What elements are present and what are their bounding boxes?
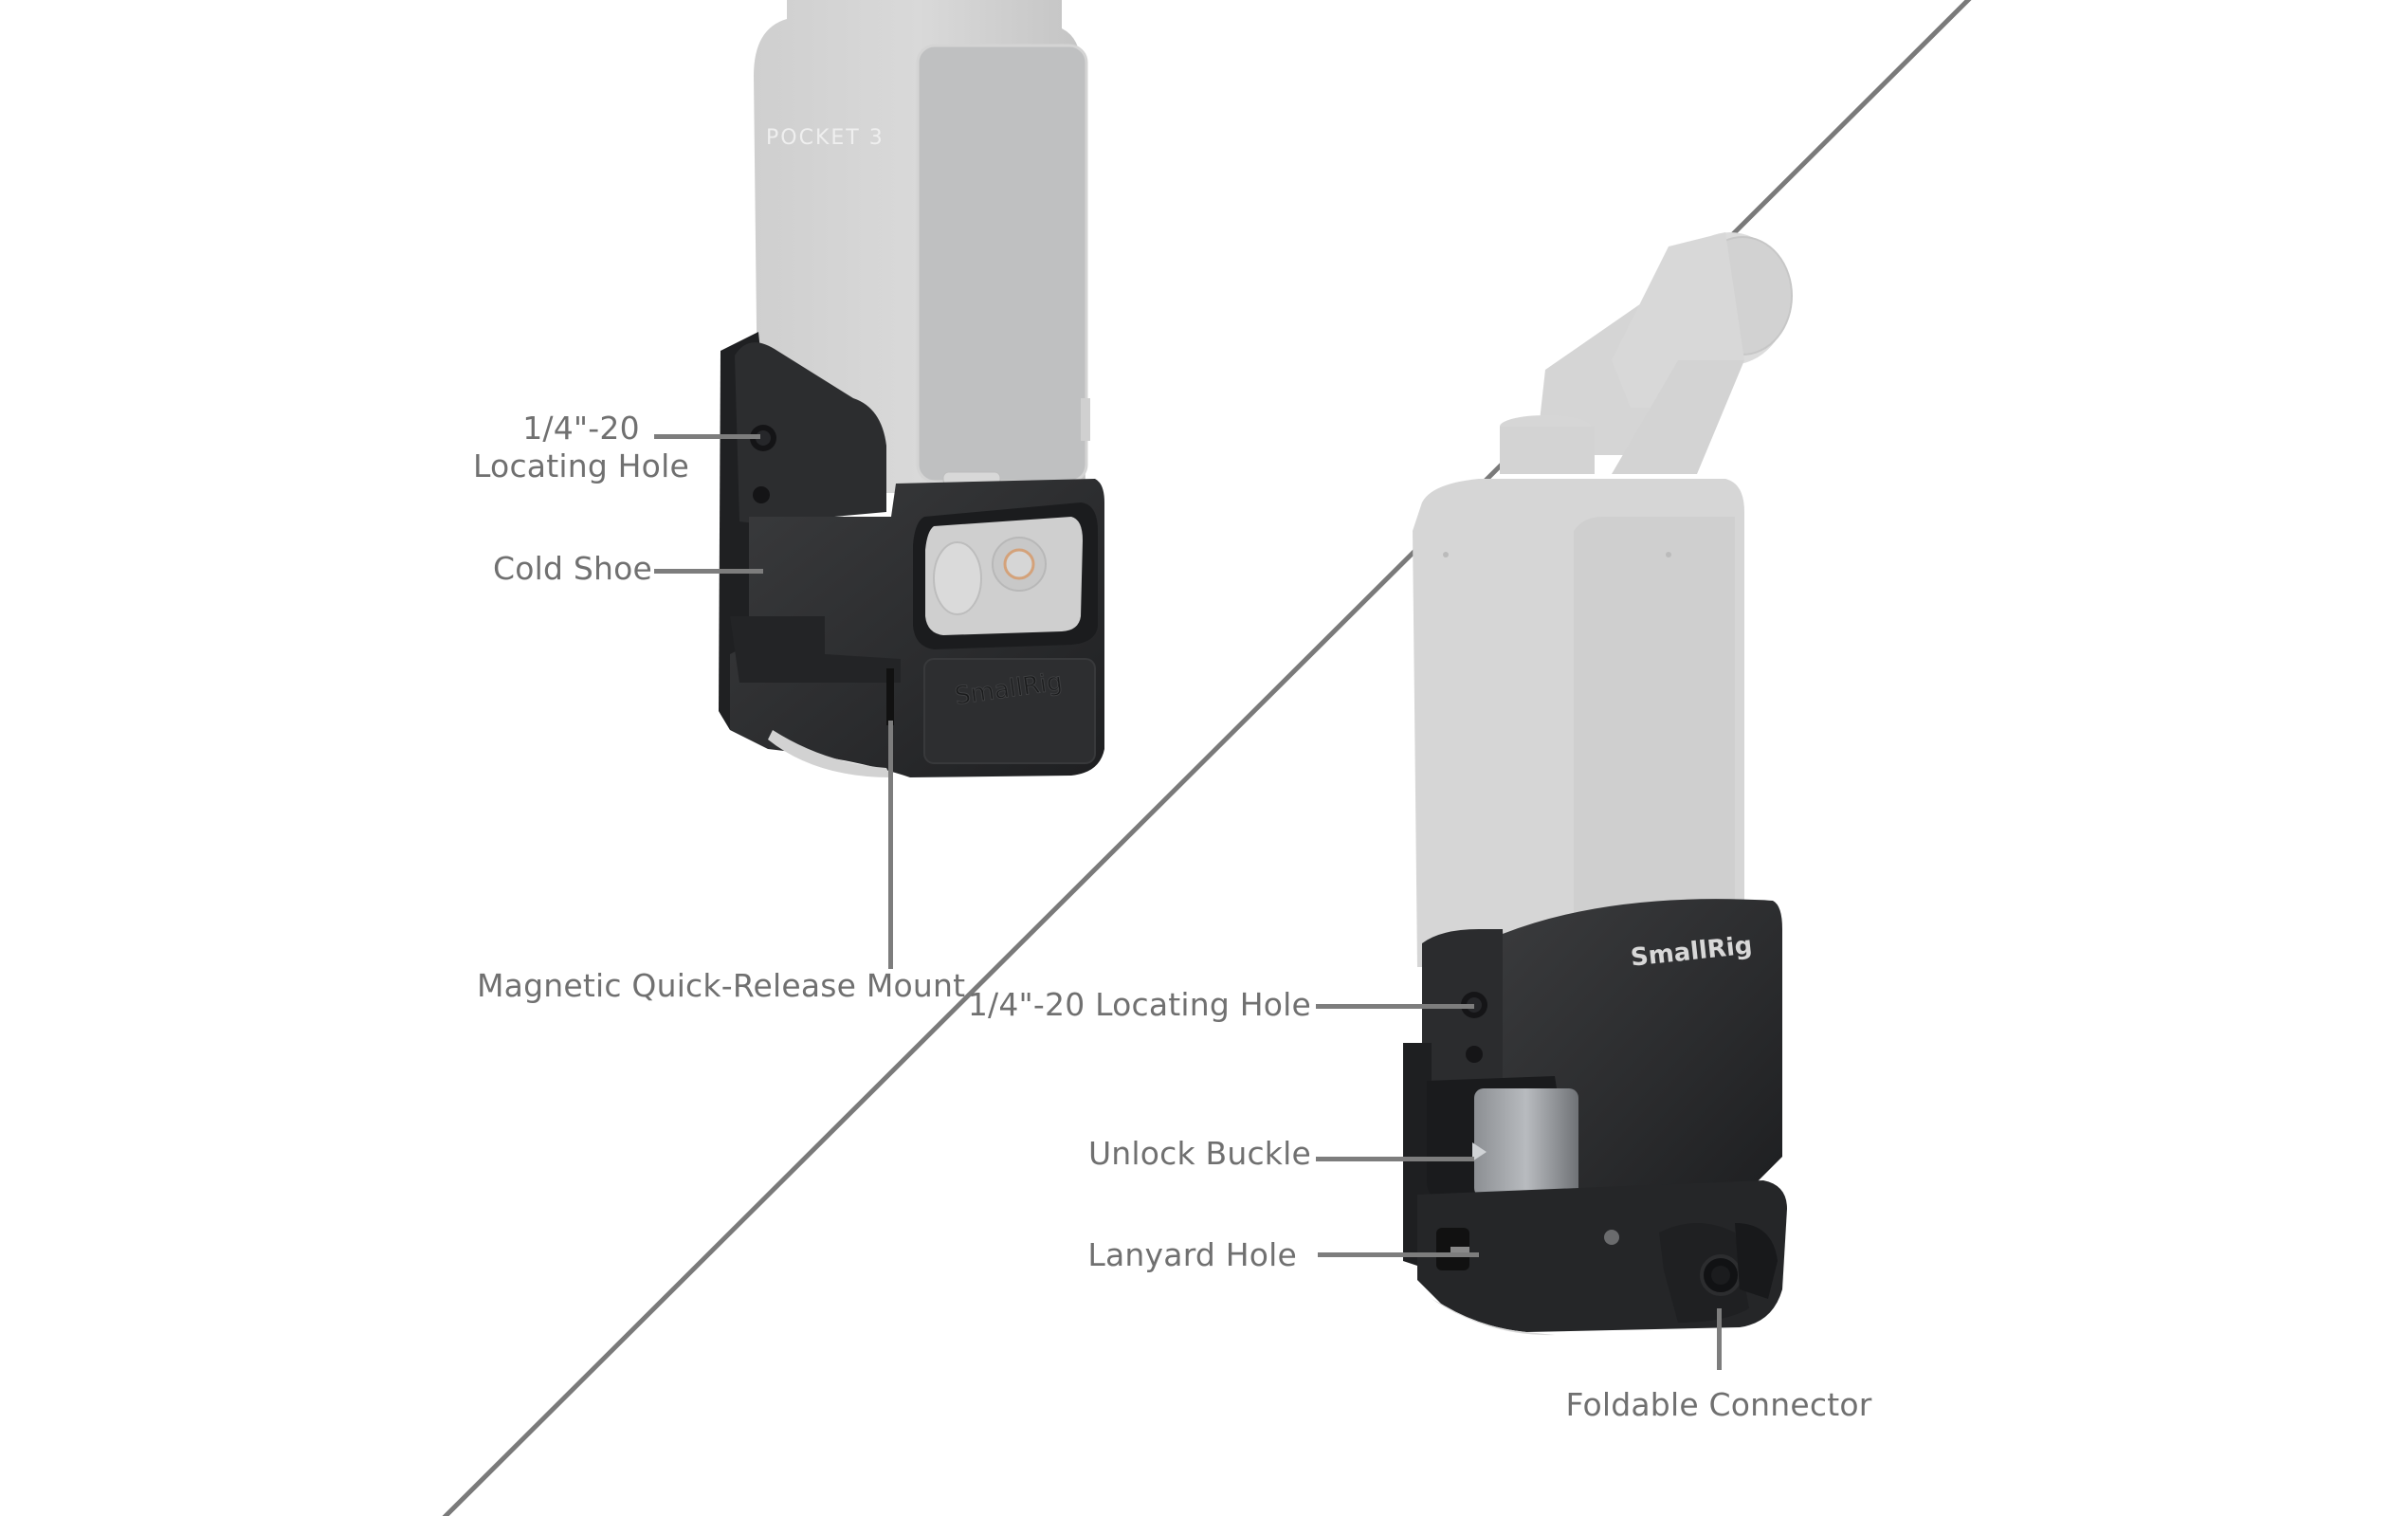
leader-right-locating-hole [1316,1004,1474,1009]
left-camera: POCKET 3 [754,0,1090,503]
leader-right-unlock-buckle [1316,1157,1474,1161]
leader-left-magnetic-mount [888,721,893,969]
leader-left-cold-shoe [654,569,763,574]
callout-left-magnetic-mount: Magnetic Quick-Release Mount [477,967,966,1004]
callout-left-cold-shoe: Cold Shoe [493,550,652,587]
camera-brand-text: POCKET 3 [766,126,885,150]
right-cage: SmallRig [1403,899,1787,1336]
callout-right-lanyard-hole: Lanyard Hole [1087,1236,1297,1273]
left-cage: SmallRig [719,332,1104,777]
callout-right-locating-hole: 1/4"-20 Locating Hole [967,986,1311,1023]
callout-right-unlock-buckle: Unlock Buckle [1087,1135,1311,1172]
leader-right-foldable-connector [1717,1308,1722,1370]
right-camera [1413,232,1793,967]
callout-left-locating-hole-line2: Locating Hole [473,447,689,484]
callout-right-foldable-connector: Foldable Connector [1565,1386,1872,1423]
callout-left-locating-hole-line1: 1/4"-20 [522,410,640,447]
callout-left-locating-hole: 1/4"-20 Locating Hole [463,410,700,485]
leader-right-lanyard-hole [1318,1252,1479,1257]
leader-left-locating-hole [654,434,760,439]
